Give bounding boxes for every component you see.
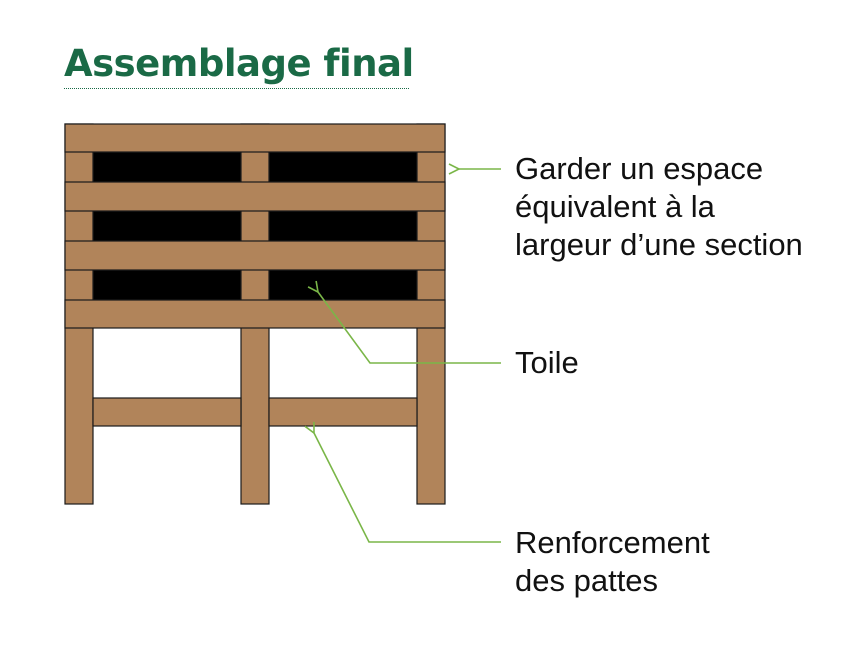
leg-reinforcement (92, 397, 242, 427)
frame (64, 123, 446, 505)
label-spacing-line: largeur d’une section (515, 227, 803, 262)
label-spacing: Garder un espace équivalent à la largeur… (515, 150, 803, 264)
legs-arrow (314, 433, 501, 543)
canvas-strip (92, 210, 242, 242)
page-title: Assemblage final (64, 42, 414, 85)
plank (64, 240, 446, 271)
label-legs-line: des pattes (515, 563, 659, 598)
canvas-strip (268, 269, 418, 301)
leg-reinforcement (268, 397, 418, 427)
canvas-arrow (318, 292, 501, 364)
label-legs: Renforcement des pattes (515, 524, 710, 600)
label-spacing-line: Garder un espace (515, 151, 764, 186)
leader-lines (314, 169, 501, 543)
label-canvas: Toile (515, 344, 579, 382)
canvas-strip (268, 151, 418, 183)
canvas-strip (268, 210, 418, 242)
plank (64, 299, 446, 329)
label-canvas-line: Toile (515, 345, 579, 380)
plank (64, 123, 446, 153)
label-spacing-line: équivalent à la (515, 189, 715, 224)
canvas-strip (92, 151, 242, 183)
title-underline (64, 88, 409, 89)
plank (64, 181, 446, 212)
label-legs-line: Renforcement (515, 525, 710, 560)
canvas-strip (92, 269, 242, 301)
